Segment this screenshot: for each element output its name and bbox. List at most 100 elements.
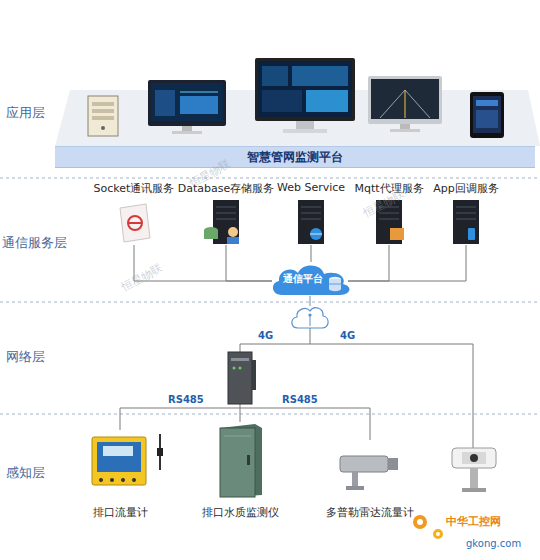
server-icon [301,219,321,220]
link-label: RS485 [168,394,204,405]
node-text: Web Service [277,181,345,194]
radar-flow-meter [352,472,358,488]
water-quality-cabinet [220,428,255,497]
flow-meter [157,448,163,456]
monitor [368,76,442,124]
server-icon [468,228,475,240]
monitor [405,90,406,118]
server-tower [92,109,114,113]
watermark-gear [413,515,443,539]
layer-divider [0,414,540,415]
node-text: Socket通讯服务 [94,181,175,196]
flow-meter [110,478,114,482]
server-tower [88,96,118,136]
link-label: RS485 [282,394,318,405]
gateway [233,367,236,370]
socket-icon [120,204,150,242]
sensor-device: 多普勒雷达流量计 [310,440,430,520]
layer-divider [0,178,540,179]
server-icon [298,200,324,244]
server-icon [204,230,218,239]
wire [240,404,241,408]
server-icon [310,228,322,240]
platform-bar: 智慧管网监测平台 [55,146,535,168]
watermark: gkong.com [466,538,521,549]
gateway [231,358,249,361]
radar-flow-meter [340,456,388,472]
watermark-gear [436,532,440,536]
monitor [180,92,218,93]
network-cloud [310,296,311,306]
platform-cloud: 通信平台 [268,262,352,296]
server-icon [298,200,324,244]
flow-meter [97,442,141,472]
sensor-device: 排口流量计 [70,430,170,520]
camera [470,468,478,488]
server-icon [310,234,322,235]
node-text: 智慧管网监测平台 [247,149,343,166]
camera [462,488,486,492]
database-symbol [329,284,341,285]
monitor [148,80,226,126]
monitor [390,129,420,132]
layer-label: 感知层 [6,464,45,482]
monitor [380,90,405,118]
wire [310,328,311,344]
gateway [228,352,256,404]
socket-icon [128,222,142,224]
tablet [476,100,498,106]
node-text: 排口水质监测仪 [202,505,279,520]
server-tower [101,126,105,130]
connector-line [226,245,272,281]
database-symbol [329,287,341,291]
flow-meter [103,446,133,456]
tablet [473,96,501,133]
network-cloud [292,296,328,328]
wire [240,344,473,448]
node-text: App回调服务 [433,181,499,196]
monitor [296,121,314,130]
radar-flow-meter [340,456,398,490]
monitor [371,79,439,119]
server-tower [88,96,118,136]
connector-line [134,245,272,281]
server-icon [453,200,479,244]
watermark: 中华工控网 [446,514,501,529]
wire [120,328,473,448]
server-icon [390,228,404,240]
server-icon [227,237,239,244]
flow-meter [92,434,163,485]
monitor [155,90,175,116]
connector-line [348,245,389,281]
layer-divider [0,178,540,414]
camera [462,452,486,464]
monitor [255,58,355,121]
monitor [180,96,218,114]
monitor [151,83,223,121]
monitor [306,90,348,112]
node-text: 通信平台 [283,272,337,286]
flow-meter [121,478,125,482]
water-quality-cabinet [224,436,251,437]
node-text: 多普勒雷达流量计 [326,505,414,520]
monitor [292,66,348,86]
wire [240,408,241,422]
water-quality-cabinet [247,455,250,465]
server-icon [216,213,236,214]
server-icon [379,219,399,220]
water-quality-cabinet [220,424,262,497]
monitor [368,76,442,132]
server-icon [301,207,321,208]
camera [452,448,496,492]
service-server: Mqtt代理服务 [352,181,426,245]
flow-meter [92,437,146,485]
node-text: 排口流量计 [93,505,148,520]
water-quality-cabinet [220,424,262,497]
connector-line [311,245,312,262]
monitor [405,90,430,118]
server-icon [456,207,476,208]
cloud-shape [273,266,350,295]
server-icon [456,213,476,214]
